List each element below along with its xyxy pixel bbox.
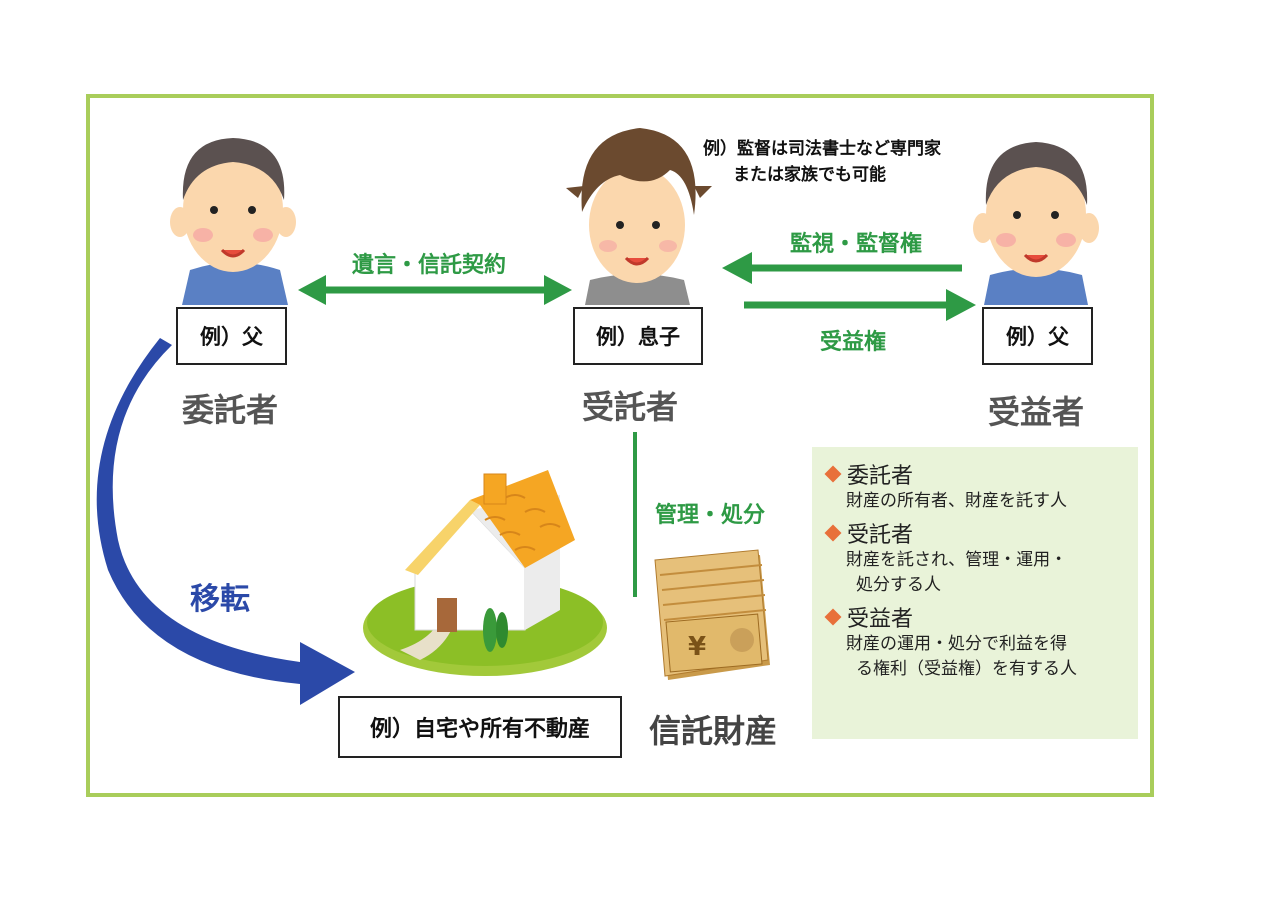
diamond-bullet-icon <box>824 524 842 542</box>
supervision-arrow <box>722 252 962 284</box>
trustee-son-illustration <box>566 128 712 305</box>
supervisor-note: 例）監督は司法書士など専門家 または家族でも可能 <box>703 136 941 188</box>
house-box: 例）自宅や所有不動産 <box>338 696 622 758</box>
legend-title: 受託者 <box>847 523 914 548</box>
legend-item-settlor: 委託者 <box>824 459 1128 489</box>
house-box-label: 例）自宅や所有不動産 <box>369 717 590 742</box>
legend-title: 受益者 <box>847 607 914 632</box>
legend-item-trustee: 受託者 <box>824 518 1128 548</box>
legend-description: 財産を託され、管理・運用・ 処分する人 <box>824 548 1128 598</box>
money-stack-illustration: ¥ <box>654 549 770 680</box>
contract-double-arrow <box>298 275 572 305</box>
manage-label: 管理・処分 <box>655 503 766 528</box>
beneficiary-box: 例）父 <box>982 307 1093 365</box>
legend-panel: 委託者 財産の所有者、財産を託す人 受託者 財産を託され、管理・運用・ 処分する… <box>812 447 1138 739</box>
house-illustration <box>363 470 607 676</box>
legend-desc-line1: 財産を託され、管理・運用・ <box>846 550 1068 570</box>
svg-text:¥: ¥ <box>688 632 706 662</box>
legend-desc-line2: る権利（受益権）を有する人 <box>856 659 1077 679</box>
benefit-right-arrow <box>744 289 976 321</box>
legend-title: 委託者 <box>847 464 914 489</box>
beneficiary-father-illustration <box>973 142 1099 305</box>
supervisor-note-line1: 例）監督は司法書士など専門家 <box>703 139 941 159</box>
legend-description: 財産の所有者、財産を託す人 <box>824 489 1128 514</box>
supervision-label: 監視・監督権 <box>790 232 923 257</box>
trustee-role-label: 受託者 <box>582 388 679 426</box>
beneficiary-role-label: 受益者 <box>988 393 1085 431</box>
settlor-role-label: 委託者 <box>182 391 279 429</box>
trust-assets-label: 信託財産 <box>649 712 778 750</box>
legend-desc-line1: 財産の所有者、財産を託す人 <box>846 491 1067 511</box>
contract-label: 遺言・信託契約 <box>352 253 507 278</box>
transfer-label: 移転 <box>190 582 250 617</box>
settlor-box: 例）父 <box>176 307 287 365</box>
legend-description: 財産の運用・処分で利益を得 る権利（受益権）を有する人 <box>824 632 1128 682</box>
diamond-bullet-icon <box>824 465 842 483</box>
settlor-father-illustration <box>170 138 296 305</box>
legend-desc-line2: 処分する人 <box>856 575 941 595</box>
benefit-right-label: 受益権 <box>820 330 887 355</box>
legend-desc-line1: 財産の運用・処分で利益を得 <box>846 634 1067 654</box>
diamond-bullet-icon <box>824 608 842 626</box>
settlor-box-label: 例）父 <box>200 325 263 349</box>
transfer-curved-arrow <box>96 338 355 705</box>
trustee-box-label: 例）息子 <box>596 325 680 349</box>
diagram-frame <box>86 94 1154 797</box>
supervisor-note-line2: または家族でも可能 <box>733 165 886 185</box>
trustee-box: 例）息子 <box>573 307 703 365</box>
beneficiary-box-label: 例）父 <box>1006 325 1069 349</box>
legend-item-beneficiary: 受益者 <box>824 602 1128 632</box>
